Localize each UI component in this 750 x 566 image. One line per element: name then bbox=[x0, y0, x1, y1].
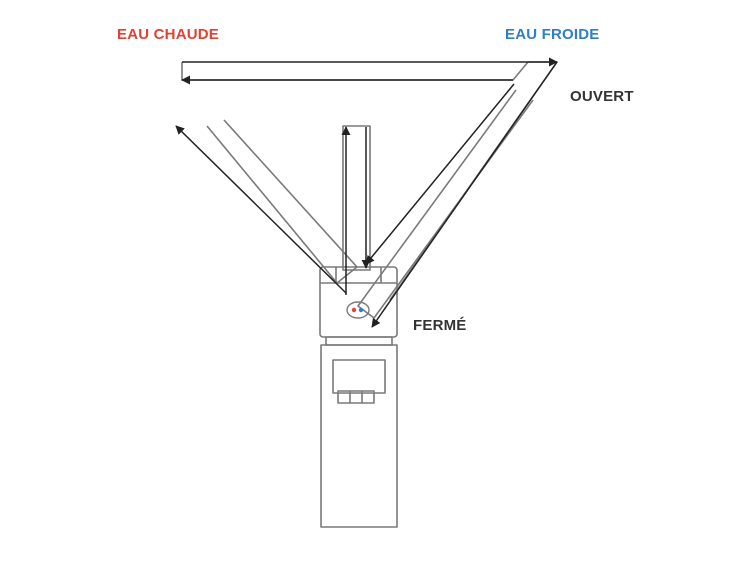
faucet-spout bbox=[332, 359, 386, 394]
hot-indicator-dot bbox=[351, 307, 357, 313]
cold-indicator-dot bbox=[358, 307, 364, 313]
faucet-neck bbox=[325, 336, 393, 346]
arrow-hot-tilt bbox=[175, 125, 347, 294]
arrow-cold-close bbox=[371, 61, 558, 328]
cold-water-label: EAU FROIDE bbox=[505, 26, 600, 43]
open-label: OUVERT bbox=[570, 88, 634, 105]
faucet-column bbox=[320, 344, 398, 528]
closed-label: FERMÉ bbox=[413, 317, 467, 334]
handle-swing-outline bbox=[181, 61, 529, 81]
arrow-cold-tilt bbox=[365, 83, 515, 265]
hot-cold-indicator bbox=[346, 301, 370, 319]
faucet-body bbox=[319, 266, 398, 528]
handle-open-position bbox=[342, 125, 371, 271]
handle-hot-position bbox=[206, 119, 358, 284]
movement-arrows bbox=[175, 57, 558, 328]
hot-water-label: EAU CHAUDE bbox=[117, 26, 220, 43]
